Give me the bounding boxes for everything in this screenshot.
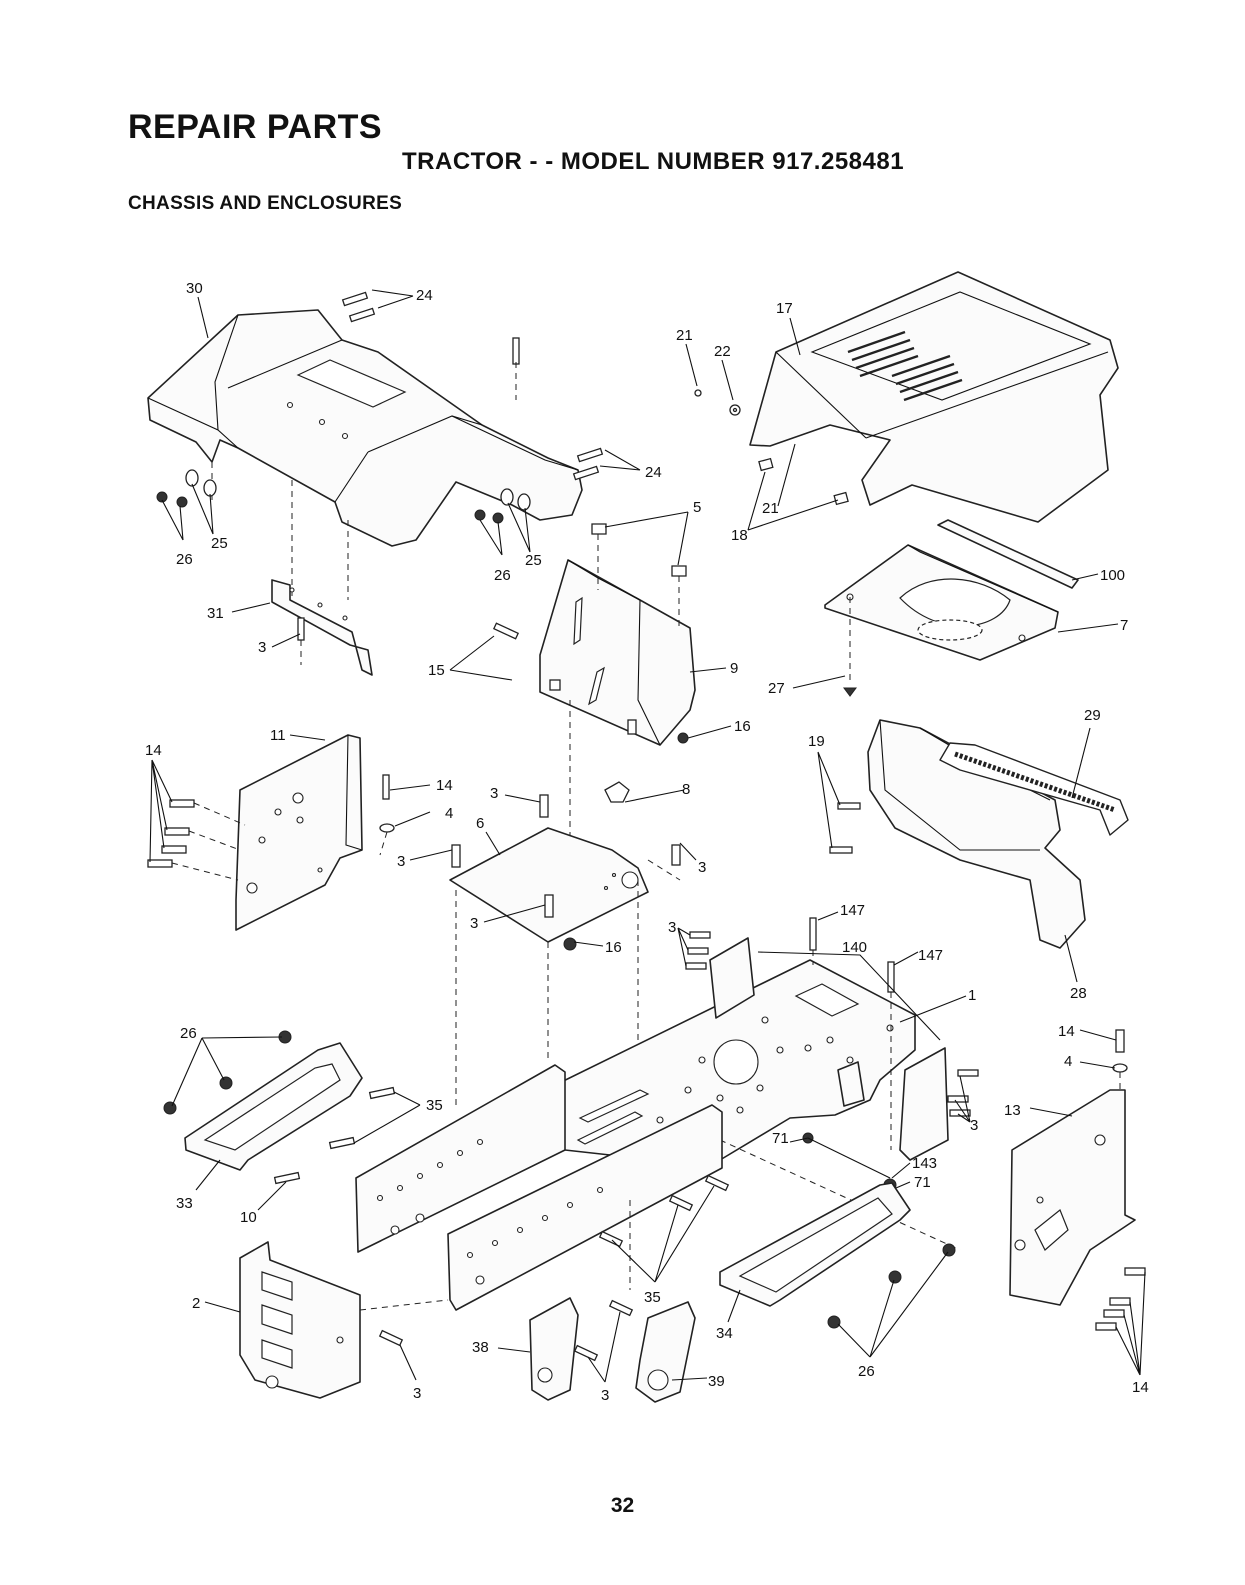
callout-39: 39	[708, 1373, 725, 1390]
callout-9: 9	[730, 660, 738, 677]
callout-11: 11	[270, 727, 286, 744]
callout-24: 24	[416, 287, 433, 304]
callout-71: 71	[914, 1174, 931, 1191]
callout-2: 2	[192, 1295, 200, 1312]
callout-21: 21	[762, 500, 779, 517]
callout-14: 14	[436, 777, 453, 794]
dash-panel-drawing	[494, 338, 695, 850]
callout-14: 14	[1058, 1023, 1075, 1040]
callout-100: 100	[1100, 567, 1125, 584]
callout-35: 35	[644, 1289, 661, 1306]
callout-26: 26	[494, 567, 511, 584]
callout-4: 4	[1064, 1053, 1072, 1070]
callout-3: 3	[470, 915, 478, 932]
callout-8: 8	[682, 781, 690, 798]
callout-3: 3	[601, 1387, 609, 1404]
callout-25: 25	[525, 552, 542, 569]
callout-3: 3	[970, 1117, 978, 1134]
callout-14: 14	[145, 742, 162, 759]
callout-29: 29	[1084, 707, 1101, 724]
callout-31: 31	[207, 605, 224, 622]
callout-13: 13	[1004, 1102, 1021, 1119]
callout-38: 38	[472, 1339, 489, 1356]
rear-panel-drawing	[240, 1242, 448, 1398]
callout-34: 34	[716, 1325, 733, 1342]
callout-5: 5	[693, 499, 701, 516]
callout-30: 30	[186, 280, 203, 297]
callout-14: 14	[1132, 1379, 1149, 1396]
callout-71: 71	[772, 1130, 789, 1147]
callout-143: 143	[912, 1155, 937, 1172]
hood-drawing	[695, 272, 1118, 522]
callout-24: 24	[645, 464, 662, 481]
callout-26: 26	[858, 1363, 875, 1380]
callout-26: 26	[180, 1025, 197, 1042]
callout-26: 26	[176, 551, 193, 568]
callout-3: 3	[490, 785, 498, 802]
callout-147: 147	[918, 947, 943, 964]
callout-3: 3	[258, 639, 266, 656]
callout-140: 140	[842, 939, 867, 956]
callout-35: 35	[426, 1097, 443, 1114]
left-side-panel-drawing	[148, 735, 394, 930]
callout-16: 16	[734, 718, 751, 735]
page-number: 32	[0, 1494, 1245, 1518]
callout-147: 147	[840, 902, 865, 919]
callout-6: 6	[476, 815, 484, 832]
callout-33: 33	[176, 1195, 193, 1212]
callout-16: 16	[605, 939, 622, 956]
callout-18: 18	[731, 527, 748, 544]
callout-7: 7	[1120, 617, 1128, 634]
callout-3: 3	[397, 853, 405, 870]
callout-3: 3	[413, 1385, 421, 1402]
callout-25: 25	[211, 535, 228, 552]
callout-1: 1	[968, 987, 976, 1004]
callout-17: 17	[776, 300, 793, 317]
callout-21: 21	[676, 327, 693, 344]
callout-3: 3	[698, 859, 706, 876]
callout-10: 10	[240, 1209, 257, 1226]
hood-pan-drawing	[825, 520, 1078, 696]
callout-15: 15	[428, 662, 445, 679]
callout-22: 22	[714, 343, 731, 360]
right-side-panel-drawing	[1010, 1030, 1145, 1330]
callout-27: 27	[768, 680, 785, 697]
callout-4: 4	[445, 805, 453, 822]
callout-19: 19	[808, 733, 825, 750]
callout-3: 3	[668, 919, 676, 936]
callout-28: 28	[1070, 985, 1087, 1002]
fender-bracket-drawing	[272, 580, 372, 675]
